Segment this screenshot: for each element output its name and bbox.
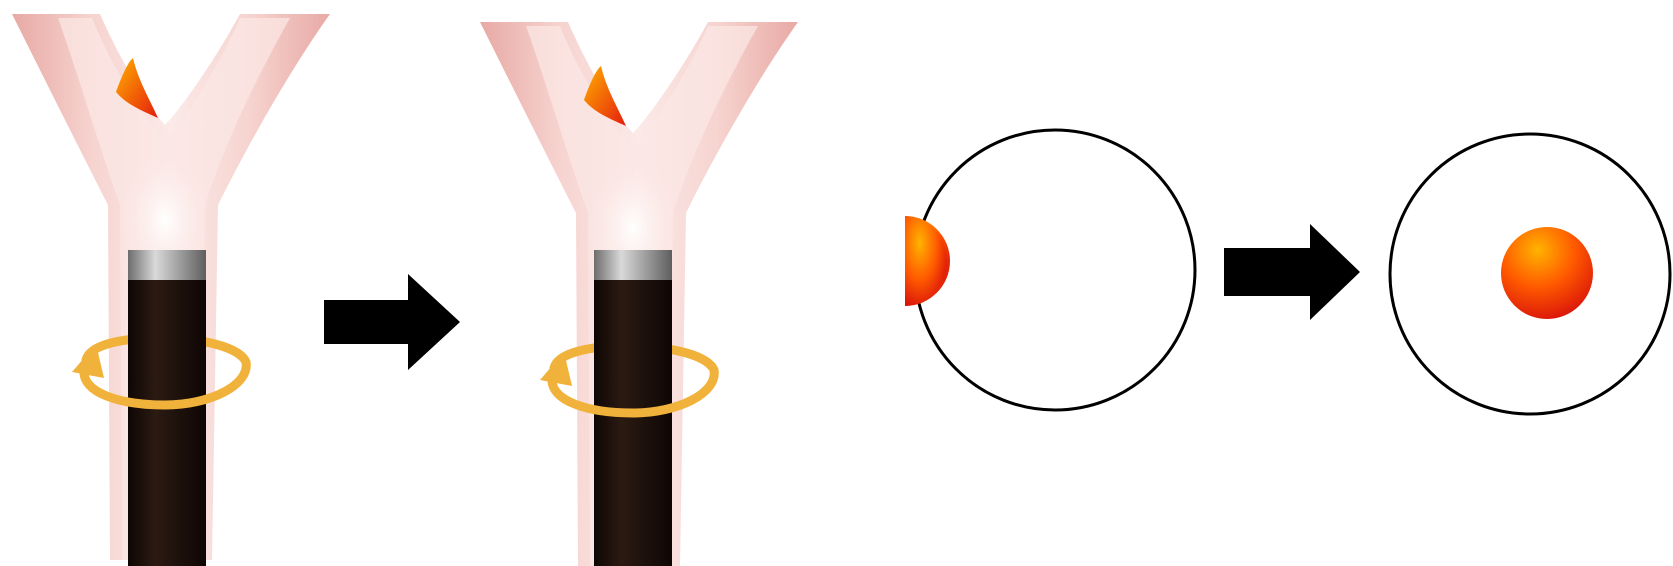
lesion [1501,227,1593,319]
bronchoscope-shaft [128,270,206,566]
step-arrow-2 [1222,222,1362,322]
bronchoscope-tip [128,250,206,280]
bronchoscope-tip [594,250,672,280]
endoscopic-view-before [895,120,1205,420]
bronchus-illustration [0,0,340,566]
bronchus-panel-after [468,8,808,566]
lesion-half [905,216,947,306]
bronchus-illustration [468,8,808,566]
step-arrow-1 [320,270,470,370]
endoscopic-view-after [1385,130,1673,420]
bronchoscope-shaft [594,270,672,566]
bronchus-panel-before [0,0,340,566]
view-circle [915,130,1195,410]
